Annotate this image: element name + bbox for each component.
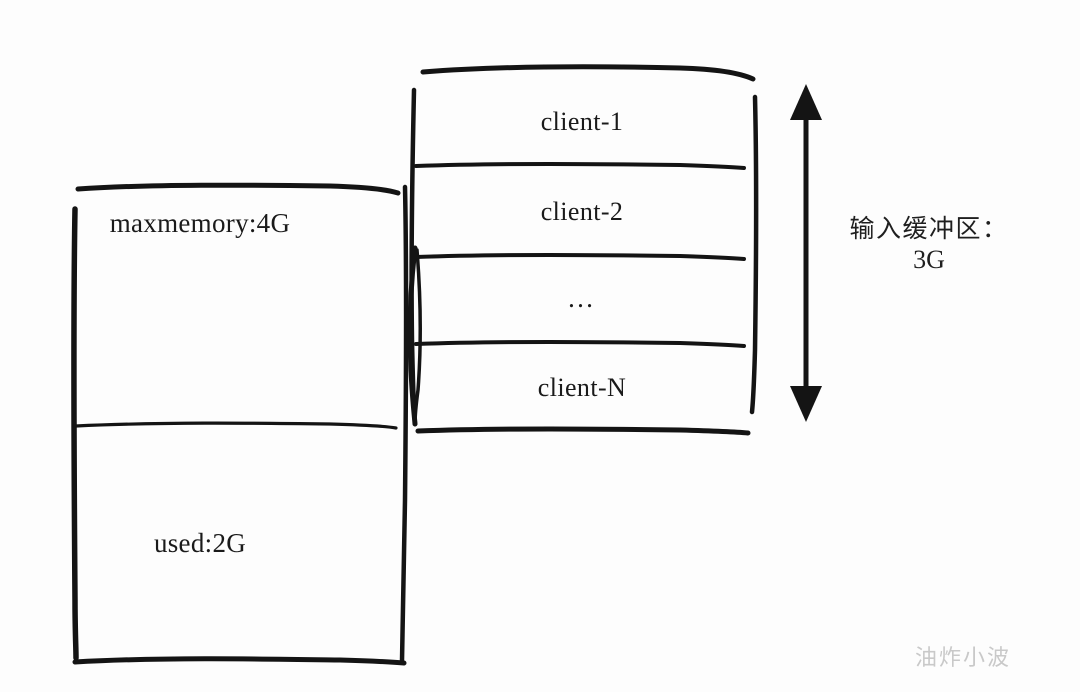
- client-row-label-1: client-1: [540, 107, 624, 136]
- memory-section-label-used: used:2G: [153, 528, 247, 558]
- client-row-label-ellipsis: …: [567, 283, 597, 313]
- memory-box-bottom-edge: [72, 656, 407, 666]
- annotation-arrow-head-down: [790, 386, 822, 422]
- client-row-label-2: client-2: [540, 197, 624, 226]
- client-box-left-edge-inner: [407, 245, 418, 427]
- client-box-right-edge: [749, 94, 759, 415]
- client-row-divider-3: [414, 340, 746, 348]
- watermark: 油炸小波: [915, 646, 1012, 671]
- memory-box-top-edge: [75, 182, 401, 196]
- annotation-arrow-head-up: [790, 84, 822, 120]
- client-row-label-n: client-N: [537, 373, 627, 402]
- input-buffer-annotation-line2: 3G: [913, 244, 945, 274]
- client-box-left-edge-bow: [413, 248, 422, 426]
- input-buffer-annotation-line1: 输入缓冲区：: [849, 214, 1009, 243]
- client-box-bottom-edge: [415, 426, 751, 436]
- client-row-divider-2: [414, 253, 746, 261]
- memory-section-label-maxmemory: maxmemory:4G: [109, 208, 291, 238]
- input-buffer-annotation: 输入缓冲区： 3G: [824, 214, 1034, 276]
- memory-box-left-edge: [71, 206, 79, 661]
- client-row-divider-1: [414, 162, 746, 170]
- memory-box-right-edge: [399, 184, 409, 664]
- memory-box-divider: [74, 421, 398, 430]
- client-box-top-edge: [420, 64, 756, 82]
